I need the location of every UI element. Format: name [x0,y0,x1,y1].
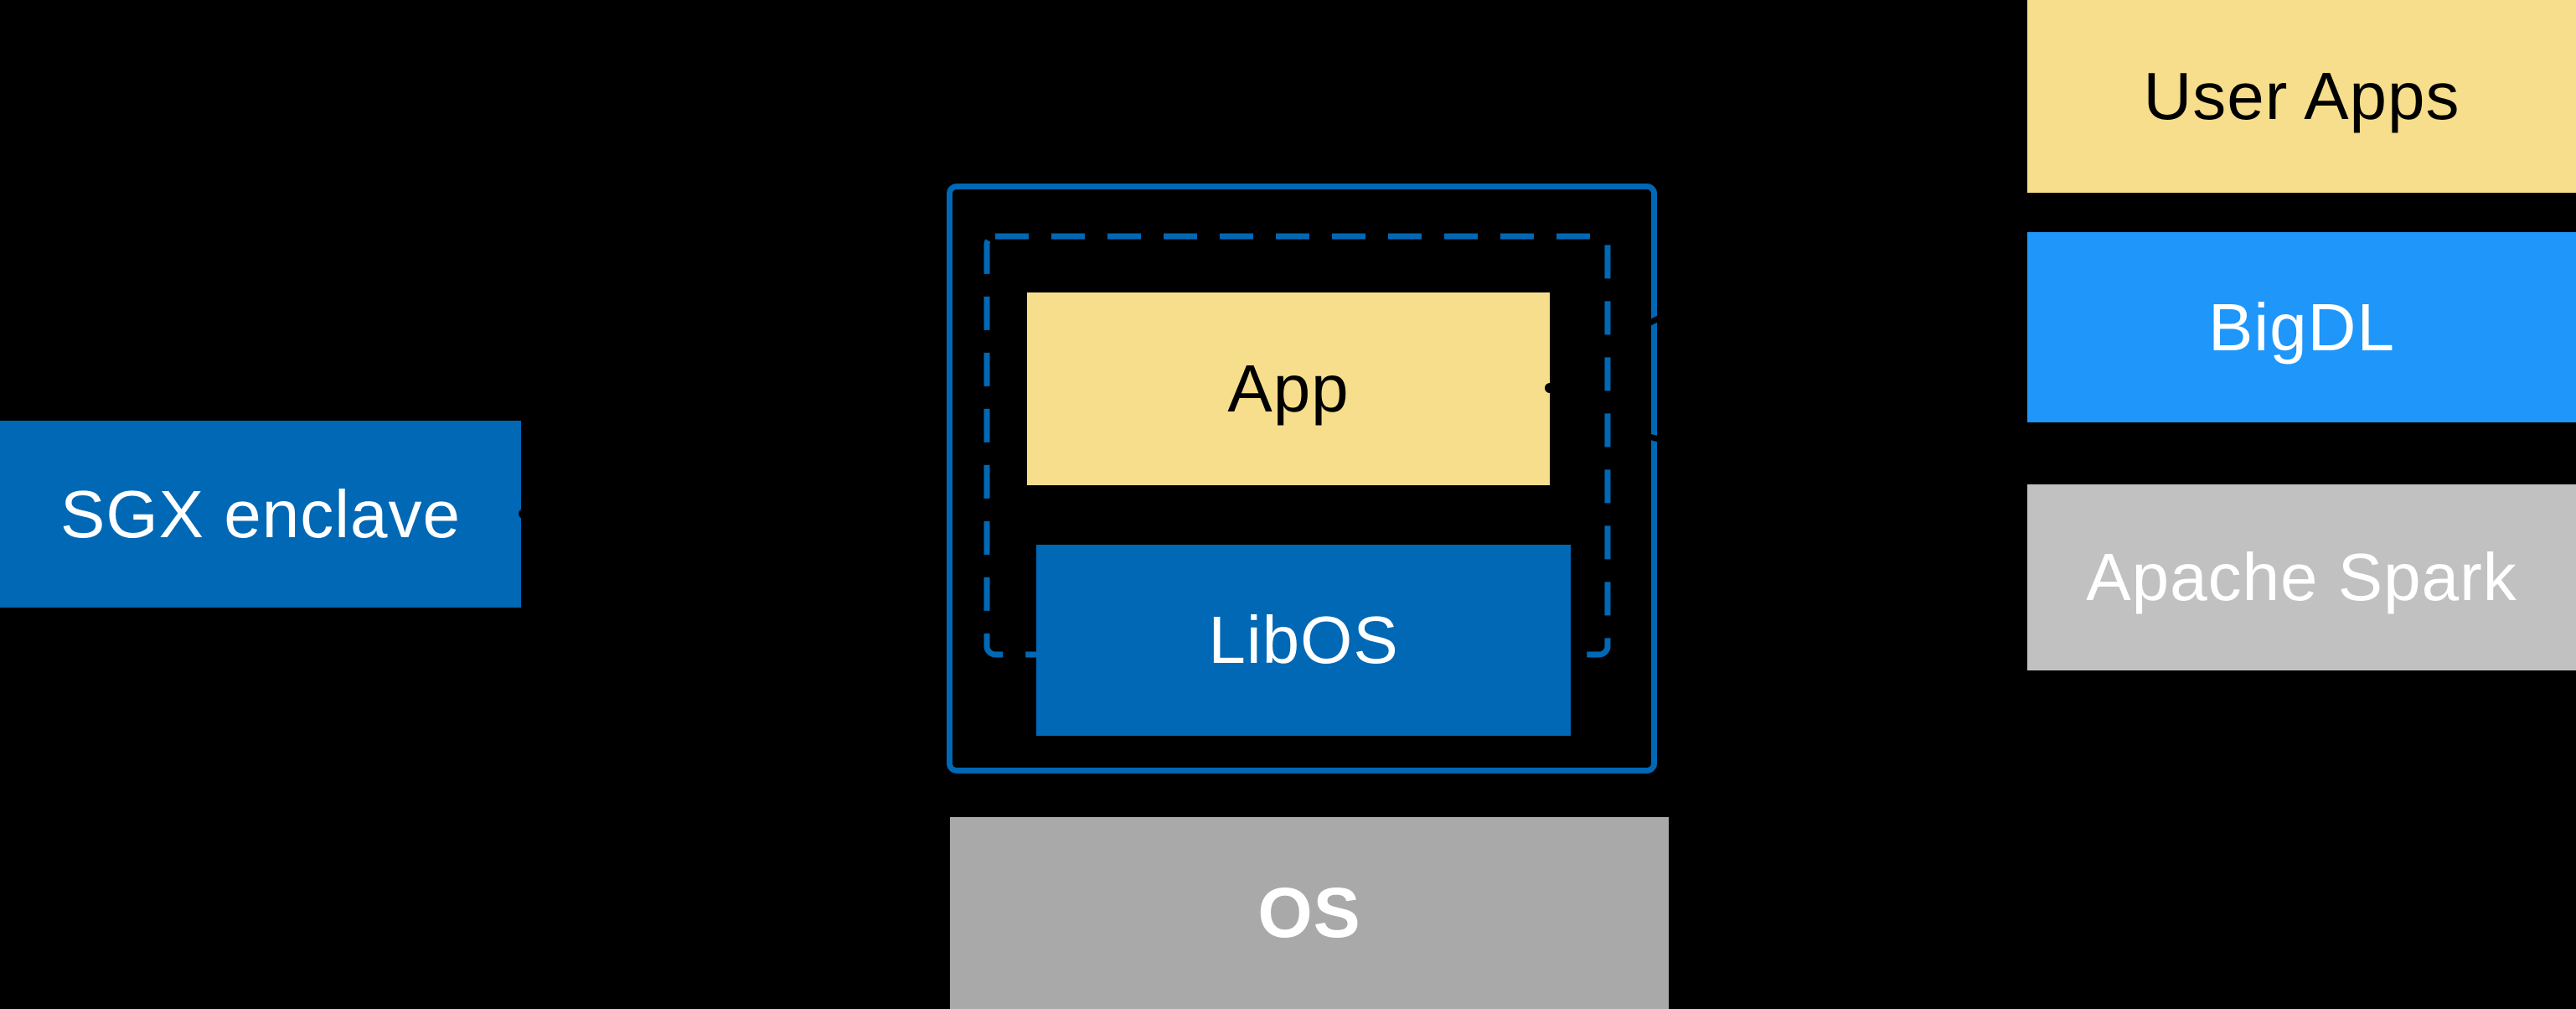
sgx-enclave-box: SGX enclave [0,421,521,608]
os-label: OS [1257,873,1361,952]
connector-enclave-to-spark [1614,424,2020,540]
libos-box: LibOS [1036,545,1571,736]
sgx-enclave-label: SGX enclave [60,476,461,551]
bigdl-box: BigDL [2027,232,2576,422]
app-label: App [1227,351,1350,426]
user-apps-label: User Apps [2143,59,2460,133]
apache-spark-box: Apache Spark [2027,484,2576,670]
libos-label: LibOS [1208,603,1399,677]
user-apps-box: User Apps [2027,0,2576,193]
apache-spark-label: Apache Spark [2086,540,2517,614]
os-box: OS [950,817,1669,1009]
app-box: App [1027,292,1550,485]
bigdl-label: BigDL [2208,289,2395,365]
